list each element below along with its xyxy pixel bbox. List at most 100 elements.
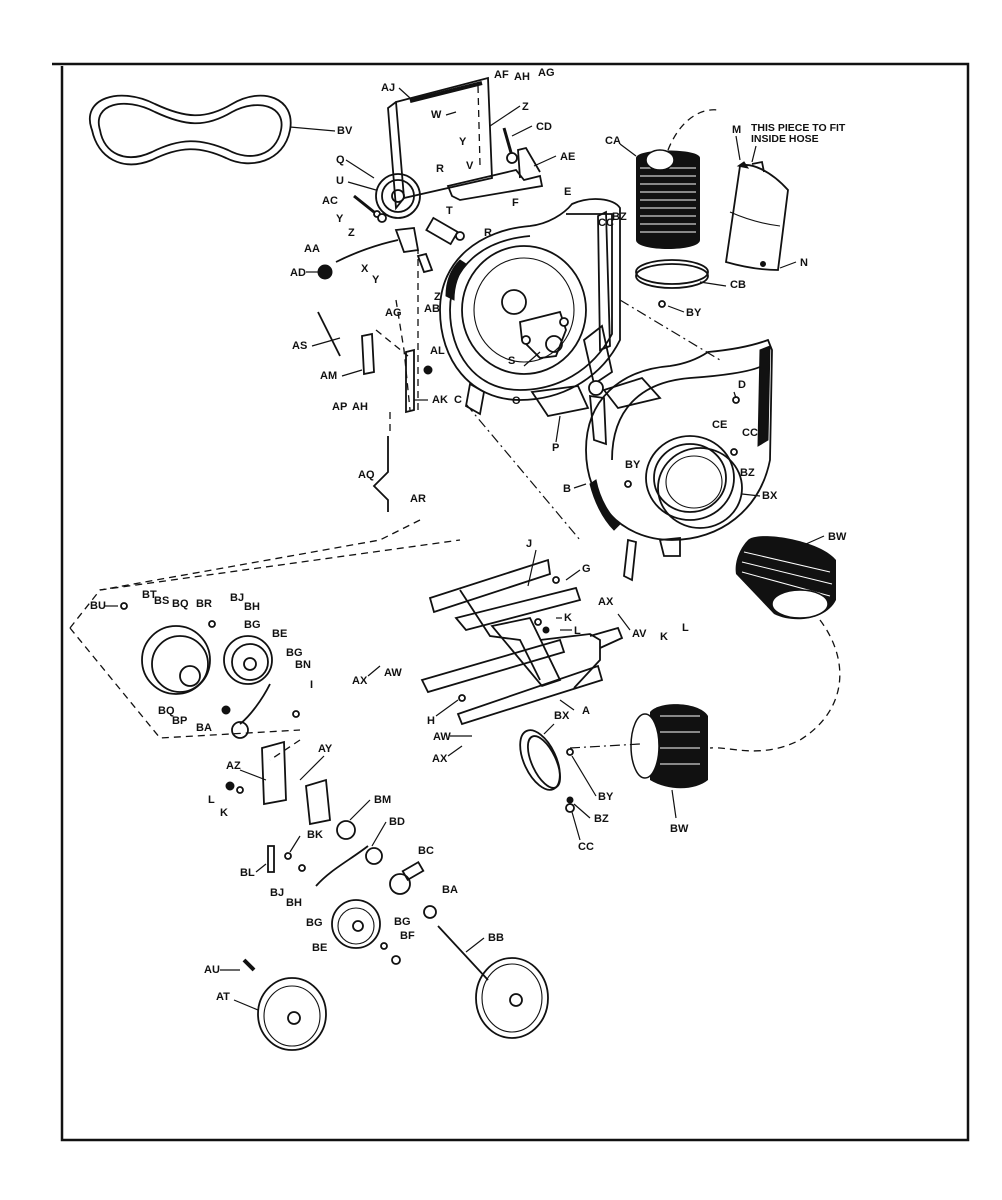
housing-b (585, 338, 773, 582)
label-cc: CC (598, 217, 614, 229)
cable-aa (317, 227, 420, 280)
label-u: U (336, 175, 344, 187)
label-p: P (552, 442, 559, 454)
label-bn: BN (295, 659, 311, 671)
label-bt: BT (142, 589, 157, 601)
label-l: L (574, 625, 581, 637)
label-f: F (512, 197, 519, 209)
label-cc2: CC (742, 427, 758, 439)
label-ae: AE (560, 151, 575, 163)
label-q: Q (336, 154, 345, 166)
label-ah2: AH (352, 401, 368, 413)
label-a: A (582, 705, 590, 717)
label-w: W (431, 109, 442, 121)
label-aa: AA (304, 243, 320, 255)
label-by3: BY (598, 791, 614, 803)
label-bj: BJ (230, 592, 244, 604)
label-z2: Z (348, 227, 355, 239)
bracket-ay (225, 740, 331, 826)
part-labels: BV AJ AF AH AG W Z Y CD V AE Q U AC Y Z … (90, 67, 847, 1003)
label-i: I (310, 679, 313, 691)
connector-line (99, 519, 421, 591)
leader-lines (104, 87, 825, 1011)
label-l3: L (208, 794, 215, 806)
label-bs: BS (154, 595, 169, 607)
hose-bw-upper (709, 536, 841, 752)
label-cc3: CC (578, 841, 594, 853)
bracket-aq (372, 412, 391, 512)
connector-line (619, 299, 721, 361)
label-y2: Y (336, 213, 344, 225)
label-ba: BA (196, 722, 212, 734)
frame-a (420, 558, 624, 726)
label-al: AL (430, 345, 445, 357)
label-ax3: AX (432, 753, 448, 765)
label-be2: BE (312, 942, 327, 954)
label-bc: BC (418, 845, 434, 857)
label-ac: AC (322, 195, 338, 207)
label-ar: AR (410, 493, 426, 505)
label-af: AF (494, 69, 509, 81)
label-as: AS (292, 340, 307, 352)
clamp-cb (635, 259, 709, 308)
label-e: E (564, 186, 571, 198)
label-by2: BY (625, 459, 641, 471)
bracket-ae (446, 146, 544, 201)
label-au: AU (204, 964, 220, 976)
label-bq: BQ (172, 598, 189, 610)
label-bz3: BZ (594, 813, 609, 825)
housing-c (439, 198, 621, 416)
arm-bd (267, 820, 383, 887)
label-x: X (361, 263, 369, 275)
label-at: AT (216, 991, 230, 1003)
label-bm: BM (374, 794, 391, 806)
label-ay: AY (318, 743, 333, 755)
insert-m (724, 160, 789, 271)
label-ba2: BA (442, 884, 458, 896)
label-ap: AP (332, 401, 347, 413)
label-av: AV (632, 628, 647, 640)
label-ax: AX (598, 596, 614, 608)
latch-ab (416, 252, 434, 274)
label-r2: R (484, 227, 492, 239)
label-t: T (446, 205, 453, 217)
label-ce: CE (712, 419, 727, 431)
hose-bw-lower (569, 704, 708, 789)
impeller-p (530, 324, 662, 446)
label-cd: CD (536, 121, 552, 133)
label-v: V (466, 160, 474, 172)
label-ab: AB (424, 303, 440, 315)
parts-bc-ba (389, 860, 489, 981)
label-ax2: AX (352, 675, 368, 687)
label-k3: K (220, 807, 228, 819)
label-aw2: AW (433, 731, 451, 743)
label-bl: BL (240, 867, 255, 879)
label-aj: AJ (381, 82, 395, 94)
clamp-bx (519, 729, 575, 813)
pulley-at (242, 958, 327, 1051)
label-bo: BQ (158, 705, 175, 717)
pulley-be (331, 899, 401, 965)
label-c: C (454, 394, 462, 406)
label-ak: AK (432, 394, 448, 406)
label-g: G (582, 563, 591, 575)
label-ca: CA (605, 135, 621, 147)
note-line-2: INSIDE HOSE (751, 133, 819, 145)
label-bw: BW (828, 531, 847, 543)
label-m: M (732, 124, 741, 136)
label-d: D (738, 379, 746, 391)
label-h: H (427, 715, 435, 727)
connector-line (269, 739, 301, 761)
label-s: S (508, 355, 515, 367)
panel-aj (387, 76, 493, 211)
label-bz: BZ (612, 211, 627, 223)
pin-cd (502, 127, 518, 164)
label-bj2: BJ (270, 887, 284, 899)
label-ad: AD (290, 267, 306, 279)
belt-bv (89, 94, 336, 166)
label-bk: BK (307, 829, 323, 841)
label-bv: BV (337, 125, 353, 137)
label-bh2: BH (286, 897, 302, 909)
label-j: J (526, 538, 532, 550)
label-bz2: BZ (740, 467, 755, 479)
